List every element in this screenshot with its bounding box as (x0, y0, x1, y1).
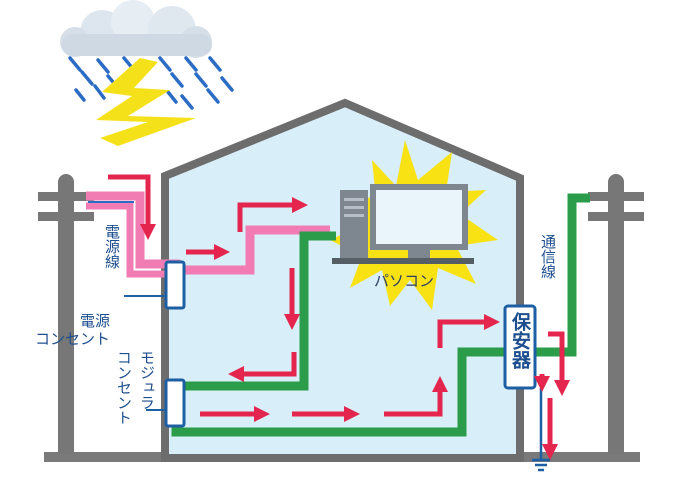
surge-arrow-floor-3 (384, 375, 449, 417)
power-outlet-label-1: 電源 (80, 312, 110, 330)
surge-arrow-protector (437, 313, 501, 348)
modular-outlet-label-1: モジュラ (138, 350, 156, 410)
power-line-label: 電源線 (103, 224, 121, 269)
protector-label: 保安器 (509, 311, 532, 370)
surge-arrow-back (227, 352, 297, 383)
surge-arrows (108, 174, 571, 461)
pc-label: パソコン (374, 272, 434, 290)
modular-outlet (164, 378, 186, 428)
surge-arrow-entry (108, 174, 157, 241)
storm-cloud-icon (60, 0, 212, 58)
utility-pole-left (38, 174, 94, 454)
power-outlet (164, 260, 186, 310)
computer-icon (332, 184, 474, 264)
lightning-bolt-icon (96, 58, 196, 146)
surge-arrow-ground-1 (548, 331, 571, 397)
house (161, 98, 524, 462)
surge-arrow-up (237, 196, 309, 232)
utility-pole-right (588, 174, 644, 454)
comm-line-label: 通信線 (539, 234, 557, 279)
power-wire-inner (86, 202, 168, 278)
modular-outlet-label-2: コンセント (115, 350, 133, 425)
protector-box (503, 304, 537, 390)
power-outlet-label-2: コンセント (35, 330, 110, 348)
